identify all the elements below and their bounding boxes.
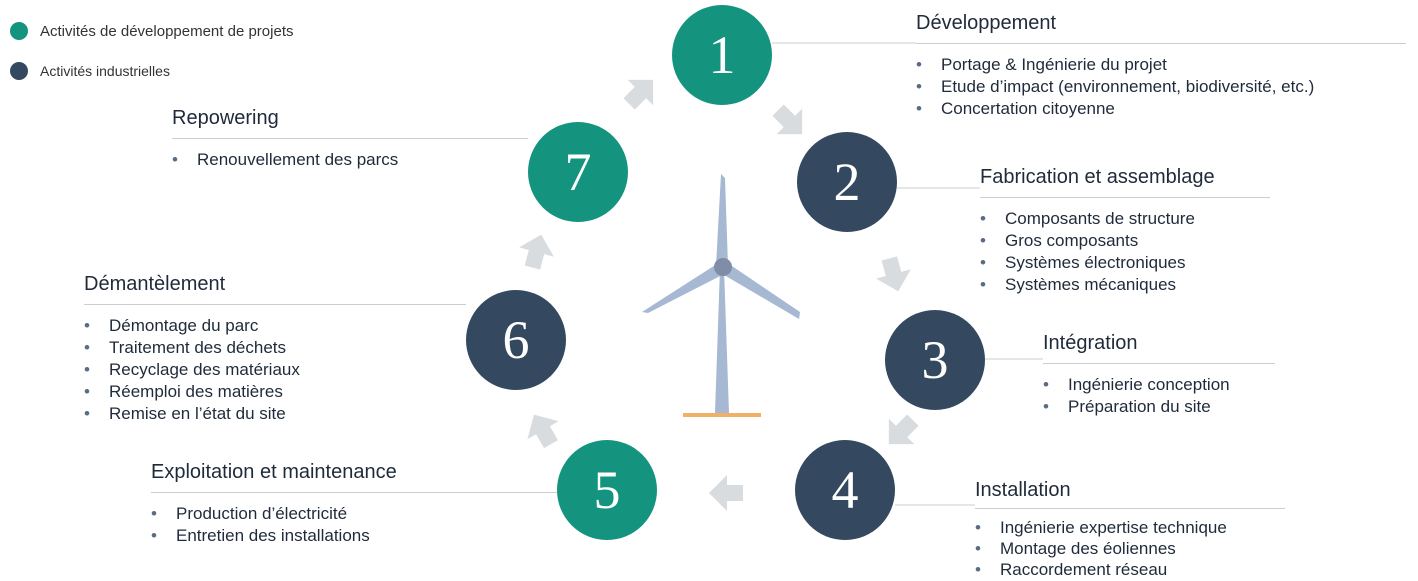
cycle-arrow-icon xyxy=(772,104,803,135)
cycle-arrow-icon xyxy=(527,414,559,449)
legend-label: Activités de développement de projets xyxy=(40,22,294,40)
step-title: Repowering xyxy=(172,107,528,139)
list-item: Portage & Ingénierie du projet xyxy=(916,54,1406,76)
step-item-list: Production d’électricité Entretien des i… xyxy=(151,503,557,547)
step-block-5: Exploitation et maintenance Production d… xyxy=(151,461,557,547)
step-block-4: Installation Ingénierie expertise techni… xyxy=(975,479,1285,580)
cycle-arrows xyxy=(519,79,919,511)
turbine-tower xyxy=(715,268,729,413)
cycle-arrow-icon xyxy=(888,414,919,445)
step-circle-5: 5 xyxy=(557,440,657,540)
wind-turbine-icon xyxy=(642,174,800,417)
legend-dot-icon xyxy=(10,22,28,40)
step-item-list: Ingénierie expertise technique Montage d… xyxy=(975,517,1285,580)
list-item: Remise en l’état du site xyxy=(84,403,466,425)
turbine-blade-up xyxy=(716,174,728,266)
step-circle-2: 2 xyxy=(797,132,897,232)
list-item: Entretien des installations xyxy=(151,525,557,547)
list-item: Systèmes mécaniques xyxy=(980,274,1270,296)
step-block-2: Fabrication et assemblage Composants de … xyxy=(980,166,1270,296)
step-title: Installation xyxy=(975,479,1285,509)
cycle-arrow-icon xyxy=(519,234,554,270)
step-number: 3 xyxy=(921,330,949,390)
connector-lines xyxy=(772,42,1043,506)
step-title: Démantèlement xyxy=(84,273,466,305)
step-title: Exploitation et maintenance xyxy=(151,461,557,493)
legend-item-industrial: Activités industrielles xyxy=(10,62,170,80)
list-item: Réemploi des matières xyxy=(84,381,466,403)
list-item: Etude d’impact (environnement, biodivers… xyxy=(916,76,1406,98)
step-circle-4: 4 xyxy=(795,440,895,540)
legend-dot-icon xyxy=(10,62,28,80)
list-item: Recyclage des matériaux xyxy=(84,359,466,381)
step-title: Intégration xyxy=(1043,332,1275,364)
step-item-list: Renouvellement des parcs xyxy=(172,149,528,171)
step-number: 6 xyxy=(502,310,530,370)
turbine-hub xyxy=(714,258,732,276)
step-circle-3: 3 xyxy=(885,310,985,410)
cycle-arrow-icon xyxy=(876,256,911,292)
legend-item-project: Activités de développement de projets xyxy=(10,22,293,40)
step-item-list: Démontage du parc Traitement des déchets… xyxy=(84,315,466,425)
list-item: Ingénierie expertise technique xyxy=(975,517,1285,538)
step-circle-1: 1 xyxy=(672,5,772,105)
list-item: Systèmes électroniques xyxy=(980,252,1270,274)
cycle-arrow-icon xyxy=(709,475,743,511)
turbine-blade-left xyxy=(642,262,726,313)
step-title: Développement xyxy=(916,12,1406,44)
step-title: Fabrication et assemblage xyxy=(980,166,1270,198)
list-item: Démontage du parc xyxy=(84,315,466,337)
step-circle-6: 6 xyxy=(466,290,566,390)
step-block-7: Repowering Renouvellement des parcs xyxy=(172,107,528,171)
step-circle-7: 7 xyxy=(528,122,628,222)
step-number: 2 xyxy=(833,152,861,212)
legend-label: Activités industrielles xyxy=(40,63,170,79)
list-item: Traitement des déchets xyxy=(84,337,466,359)
step-number: 5 xyxy=(593,460,621,520)
turbine-base xyxy=(683,413,761,417)
list-item: Production d’électricité xyxy=(151,503,557,525)
list-item: Composants de structure xyxy=(980,208,1270,230)
cycle-arrow-icon xyxy=(623,79,654,110)
list-item: Concertation citoyenne xyxy=(916,98,1406,120)
list-item: Gros composants xyxy=(980,230,1270,252)
list-item: Ingénierie conception xyxy=(1043,374,1275,396)
step-number: 1 xyxy=(708,25,736,85)
step-number: 7 xyxy=(564,142,592,202)
list-item: Raccordement réseau xyxy=(975,559,1285,580)
step-block-3: Intégration Ingénierie conception Prépar… xyxy=(1043,332,1275,418)
step-number: 4 xyxy=(831,460,859,520)
list-item: Renouvellement des parcs xyxy=(172,149,528,171)
step-item-list: Ingénierie conception Préparation du sit… xyxy=(1043,374,1275,418)
step-item-list: Composants de structure Gros composants … xyxy=(980,208,1270,296)
step-block-1: Développement Portage & Ingénierie du pr… xyxy=(916,12,1406,120)
list-item: Préparation du site xyxy=(1043,396,1275,418)
step-block-6: Démantèlement Démontage du parc Traiteme… xyxy=(84,273,466,425)
step-item-list: Portage & Ingénierie du projet Etude d’i… xyxy=(916,54,1406,120)
list-item: Montage des éoliennes xyxy=(975,538,1285,559)
turbine-blade-right xyxy=(719,262,800,319)
